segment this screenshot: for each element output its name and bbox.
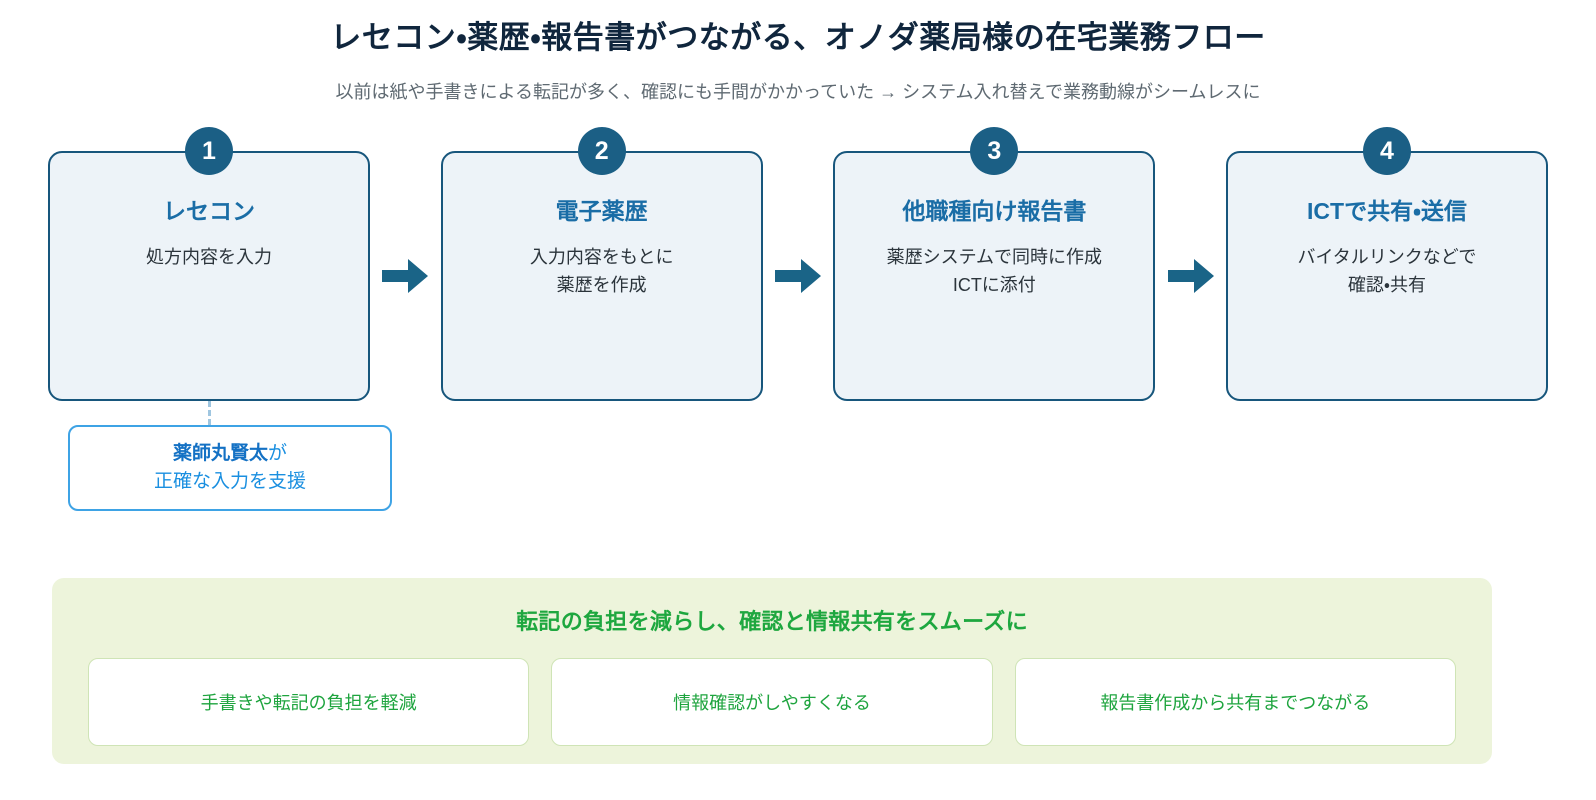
- page-header: レセコン・薬歴・報告書がつながる、オノダ薬局様の在宅業務フロー 以前は紙や手書き…: [0, 0, 1596, 105]
- step-desc-line-2b: 薬歴を作成: [556, 275, 647, 296]
- annotation-line-2: 正確な入力を支援: [153, 471, 306, 493]
- step-desc-line-4b: 確認・共有: [1347, 275, 1427, 296]
- flow-arrow-3-to-4: [1162, 151, 1220, 401]
- step-description-2: 入力内容をもとに 薬歴を作成: [457, 244, 747, 300]
- step-desc-line-4a: バイタルリンクなどで: [1297, 247, 1477, 268]
- step-desc-line-3a: 薬歴システムで同時に作成: [886, 247, 1103, 268]
- annotation-line-1: 薬師丸賢太が: [173, 440, 287, 469]
- step-number-badge-2: 2: [577, 127, 626, 176]
- flow-arrow-1-to-2: [376, 151, 434, 401]
- result-card: 報告書作成から共有までつながる: [1014, 658, 1456, 746]
- page-subtitle: 以前は紙や手書きによる転記が多く、確認にも手間がかかっていた → システム入れ替…: [335, 82, 1261, 103]
- result-heading: 転記の負担を減らし、確認と情報共有をスムーズに: [516, 609, 1028, 634]
- flow-step-3[interactable]: 3 他職種向け報告書 薬歴システムで同時に作成 ICTに添付: [833, 127, 1156, 402]
- flow-step-1[interactable]: 1 レセコン 処方内容を入力: [48, 127, 370, 402]
- right-arrow-icon: [382, 259, 429, 294]
- workflow-steps-row: 1 レセコン 処方内容を入力 2 電子薬歴 入力内容をもとに 薬歴を作成: [48, 127, 1548, 402]
- result-banner: 転記の負担を減らし、確認と情報共有をスムーズに 手書きや転記の負担を軽減 情報確…: [52, 578, 1492, 764]
- step-number-badge-4: 4: [1362, 127, 1411, 176]
- step-description-1: 処方内容を入力: [64, 244, 354, 272]
- step-desc-line-3b: ICTに添付: [952, 275, 1036, 296]
- flow-step-2[interactable]: 2 電子薬歴 入力内容をもとに 薬歴を作成: [440, 127, 763, 402]
- step-title-2: 電子薬歴: [555, 198, 648, 225]
- flow-step-4[interactable]: 4 ICTで共有・送信 バイタルリンクなどで 確認・共有: [1225, 127, 1548, 402]
- step-number-badge-3: 3: [970, 127, 1019, 176]
- flow-arrow-2-to-3: [769, 151, 827, 401]
- step-title-3: 他職種向け報告書: [902, 198, 1087, 225]
- annotation-suffix-text: が: [268, 442, 288, 464]
- annotation-dashed-connector: [208, 401, 211, 426]
- right-arrow-icon: [774, 259, 821, 294]
- result-card: 情報確認がしやすくなる: [551, 658, 993, 746]
- step-desc-line-1a: 処方内容を入力: [146, 247, 272, 268]
- result-cards-row: 手書きや転記の負担を軽減 情報確認がしやすくなる 報告書作成から共有までつながる: [88, 658, 1456, 746]
- step-description-4: バイタルリンクなどで 確認・共有: [1242, 244, 1532, 300]
- right-arrow-icon: [1167, 259, 1214, 294]
- result-card: 手書きや転記の負担を軽減: [88, 658, 530, 746]
- step-description-3: 薬歴システムで同時に作成 ICTに添付: [849, 244, 1139, 300]
- step-title-4: ICTで共有・送信: [1307, 198, 1467, 225]
- step-number-badge-1: 1: [185, 127, 233, 176]
- workflow-diagram: 1 レセコン 処方内容を入力 2 電子薬歴 入力内容をもとに 薬歴を作成: [48, 127, 1548, 512]
- annotation-strong-text: 薬師丸賢太: [172, 442, 268, 464]
- annotation-box-support: 薬師丸賢太が 正確な入力を支援: [68, 425, 392, 512]
- step-desc-line-2a: 入力内容をもとに: [529, 247, 674, 268]
- step-title-1: レセコン: [163, 198, 255, 225]
- page-title: レセコン・薬歴・報告書がつながる、オノダ薬局様の在宅業務フロー: [330, 20, 1266, 55]
